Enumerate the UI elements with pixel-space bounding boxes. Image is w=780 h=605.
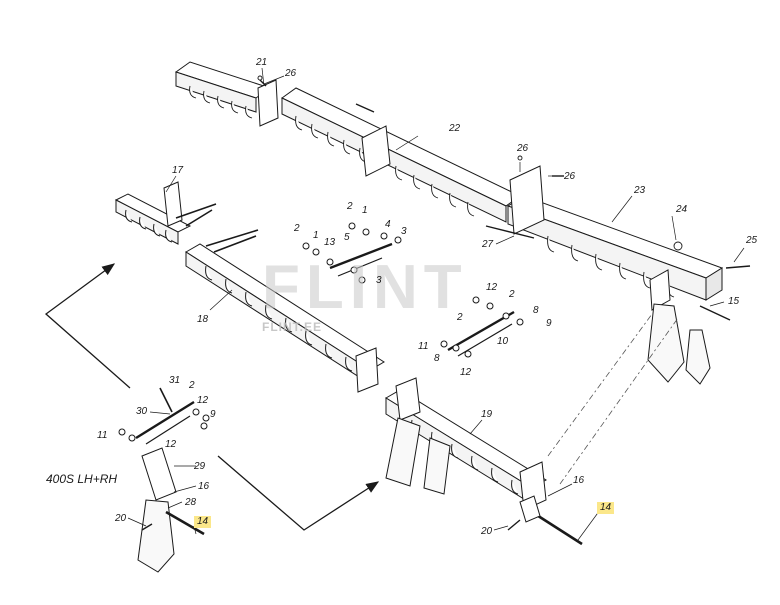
callout-22: 22: [449, 123, 461, 134]
callout-11: 11: [97, 430, 108, 441]
callout-20: 20: [481, 526, 493, 537]
callout-9: 9: [210, 409, 216, 420]
callout-3: 3: [376, 275, 382, 286]
callout-9: 9: [546, 318, 552, 329]
callout-19: 19: [481, 409, 493, 420]
callout-23: 23: [634, 185, 646, 196]
callout-11: 11: [418, 341, 429, 352]
callout-28: 28: [185, 497, 197, 508]
callout-5: 5: [344, 232, 350, 243]
callout-8: 8: [533, 305, 539, 316]
callout-26: 26: [517, 143, 529, 154]
callout-27: 27: [482, 239, 494, 250]
callout-2: 2: [294, 223, 300, 234]
tine-bar-18: [185, 229, 385, 393]
main-beam-brackets: [189, 85, 675, 298]
tine-assembly-right: [647, 303, 711, 385]
watermark-logo: FLINT: [262, 253, 468, 322]
flow-arrows: [44, 263, 380, 531]
callout-2: 2: [189, 380, 195, 391]
callout-31: 31: [169, 375, 181, 386]
callout-29: 29: [194, 461, 206, 472]
callout-10: 10: [497, 336, 509, 347]
callout-12: 12: [486, 282, 498, 293]
callout-14-highlighted: 14: [597, 502, 615, 514]
callout-21: 21: [256, 57, 268, 68]
joint-plates: [257, 79, 671, 311]
callout-13: 13: [324, 237, 336, 248]
callout-15: 15: [728, 296, 740, 307]
callout-18: 18: [197, 314, 209, 325]
tine-bar-19: [385, 377, 547, 511]
main-beam-rods: [257, 77, 751, 321]
callout-4: 4: [385, 219, 391, 230]
tine-bar-17: [114, 181, 217, 245]
center-linkage: [302, 222, 402, 284]
callout-25: 25: [746, 235, 758, 246]
main-beam-hardware: [257, 75, 683, 251]
callout-2: 2: [347, 201, 353, 212]
callout-12: 12: [165, 439, 177, 450]
right-linkage: [440, 296, 524, 358]
pin-assembly-right: [507, 495, 583, 546]
assembly-title: 400S LH+RH: [46, 472, 118, 486]
callout-16: 16: [573, 475, 585, 486]
callout-26: 26: [285, 68, 297, 79]
callout-3: 3: [401, 226, 407, 237]
callout-12: 12: [197, 395, 209, 406]
callout-16: 16: [198, 481, 210, 492]
watermark-site: FLINT.EE: [262, 320, 323, 334]
callout-1: 1: [313, 230, 319, 241]
callout-20: 20: [115, 513, 127, 524]
callout-26: 26: [564, 171, 576, 182]
leader-lines: [127, 67, 745, 541]
callout-30: 30: [136, 406, 148, 417]
callout-2: 2: [457, 312, 463, 323]
callout-17: 17: [172, 165, 184, 176]
callout-14-highlighted: 14: [194, 516, 212, 528]
callout-1: 1: [362, 205, 368, 216]
callout-24: 24: [676, 204, 688, 215]
callout-2: 2: [509, 289, 515, 300]
callout-8: 8: [434, 353, 440, 364]
callout-12: 12: [460, 367, 472, 378]
alignment-lines: [547, 313, 679, 485]
left-assembly: [118, 387, 210, 573]
